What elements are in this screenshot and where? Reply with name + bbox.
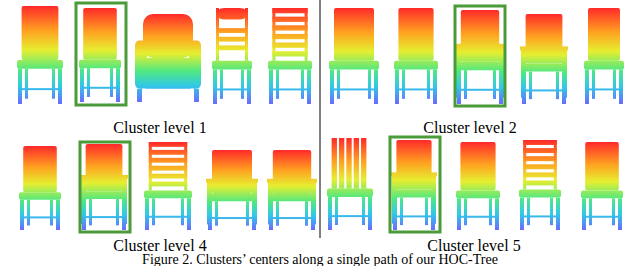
chair-point-cloud xyxy=(455,10,505,104)
chair-point-cloud xyxy=(519,140,561,230)
chair-point-cloud xyxy=(19,146,61,230)
highlight-box xyxy=(390,137,440,232)
chair-point-cloud xyxy=(584,8,624,104)
chair-point-cloud xyxy=(17,6,63,104)
chair-point-cloud xyxy=(79,8,121,102)
divider-line xyxy=(320,0,321,238)
chair-point-cloud xyxy=(144,142,192,230)
chair-point-cloud xyxy=(327,138,373,230)
figure-caption: Figure 2. Clusters’ centers along a sing… xyxy=(142,252,498,266)
chair-point-cloud xyxy=(206,150,258,230)
chair-point-cloud xyxy=(581,142,623,230)
chair-point-cloud xyxy=(268,8,312,104)
cluster-label: Cluster level 2 xyxy=(423,119,516,137)
chair-point-cloud xyxy=(391,140,437,230)
highlight-box xyxy=(76,3,126,105)
chair-point-cloud xyxy=(212,8,252,104)
chair-point-cloud xyxy=(456,142,500,230)
chair-point-cloud xyxy=(329,8,379,104)
cluster-label: Cluster level 1 xyxy=(113,119,206,137)
chair-point-cloud xyxy=(80,144,128,230)
chair-point-cloud xyxy=(267,150,317,230)
chair-point-cloud xyxy=(520,14,568,104)
chair-point-cloud xyxy=(394,8,438,104)
chair-point-cloud xyxy=(135,14,201,102)
highlight-box xyxy=(80,142,130,232)
highlight-box xyxy=(455,6,505,106)
